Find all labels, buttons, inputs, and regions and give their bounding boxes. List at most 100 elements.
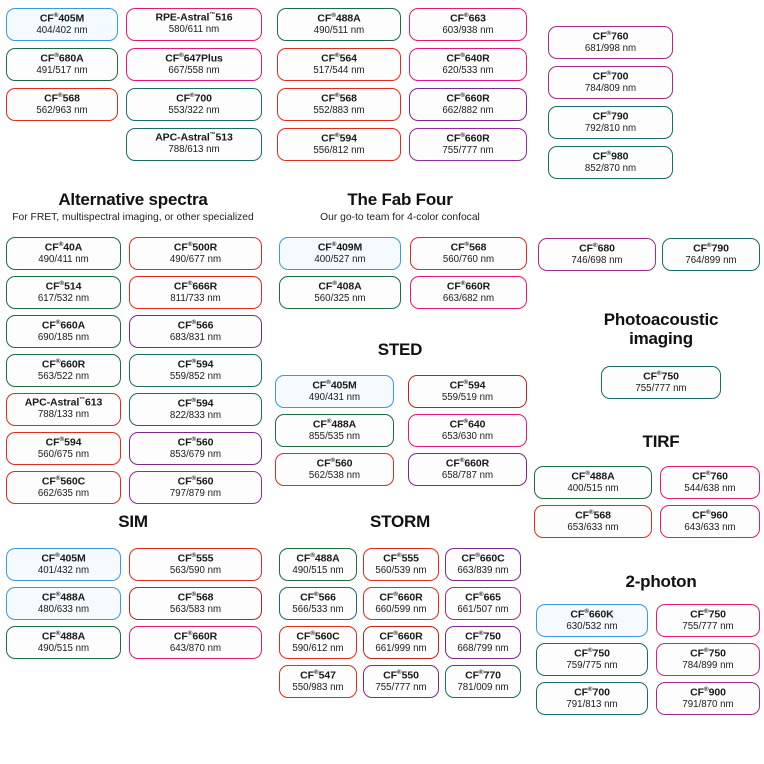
dye-name: CF®488A — [317, 11, 361, 25]
registered-mark: ® — [191, 396, 197, 404]
dye-name: CF®960 — [692, 508, 728, 522]
registered-mark: ® — [179, 51, 184, 59]
dye-spectra-values: 400/527 nm — [314, 253, 366, 265]
dye-name: CF®488A — [296, 551, 340, 565]
two-photon-header: 2-photon — [578, 572, 744, 592]
registered-mark: ® — [584, 607, 589, 615]
dye-spectra-values: 746/698 nm — [571, 254, 623, 266]
registered-mark: ® — [703, 646, 709, 654]
registered-mark: ® — [705, 508, 711, 516]
dye-name: CF®594 — [321, 131, 357, 145]
registered-mark: ® — [334, 91, 340, 99]
dye-spectra-values: 663/682 nm — [442, 292, 495, 304]
dye-name: CF®405M — [312, 378, 357, 392]
alternative-spectra-header: Alternative spectra For FRET, multispect… — [0, 190, 266, 223]
dye-spectra-values: 562/538 nm — [308, 469, 361, 481]
dye-spectra-values: 788/133 nm — [37, 409, 90, 421]
dye-spectra-values: 853/679 nm — [169, 448, 222, 460]
dye-name: CF®640 — [449, 417, 486, 431]
dye-name: CF®700 — [176, 91, 212, 105]
dye-spectra-values: 480/633 nm — [37, 603, 90, 615]
dye-name: CF®594 — [449, 378, 486, 392]
dye-name: CF®660R — [446, 279, 491, 293]
